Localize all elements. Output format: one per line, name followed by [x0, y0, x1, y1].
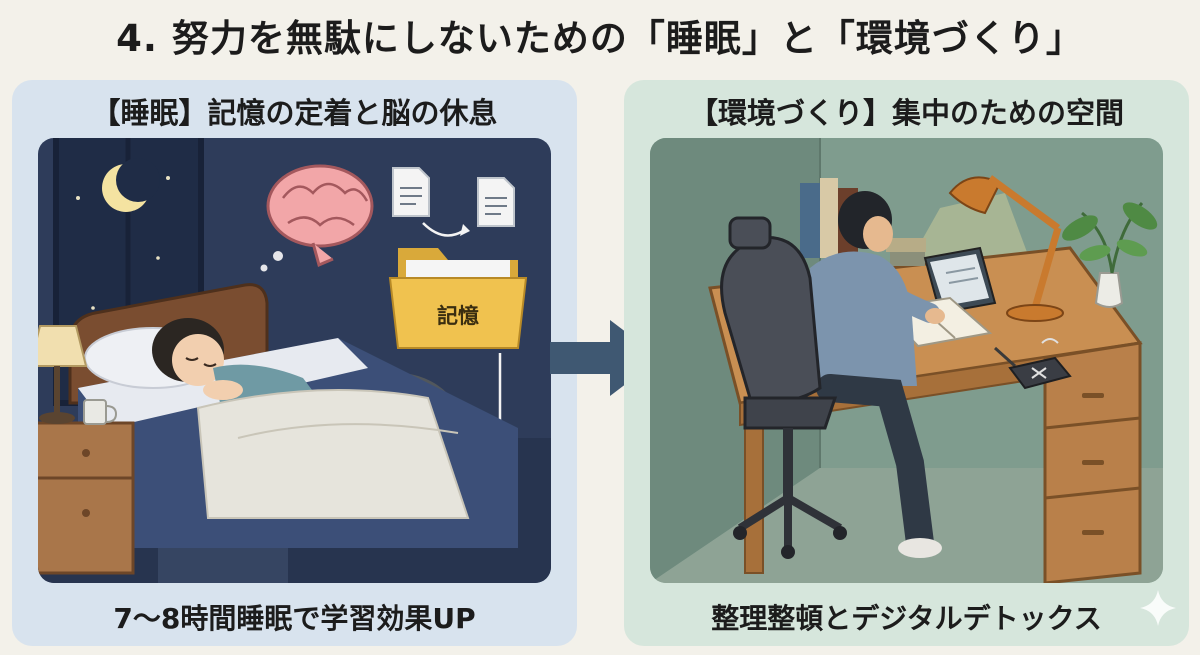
- phone-icon: [1008, 338, 1072, 390]
- sleep-panel-caption: 7〜8時間睡眠で学習効果UP: [113, 602, 476, 635]
- sleep-panel-heading: 【睡眠】記憶の定着と脳の休息: [91, 96, 498, 130]
- memory-folder-icon: 記憶: [388, 248, 528, 349]
- sleeping-person: [152, 318, 470, 519]
- document-icon: [477, 177, 515, 227]
- sleep-illustration: 記憶 記憶: [38, 138, 551, 583]
- environment-panel: 【環境づくり】集中のための空間: [624, 80, 1189, 646]
- environment-panel-heading: 【環境づくり】集中のための空間: [688, 96, 1124, 130]
- studying-person: [810, 191, 945, 558]
- sleep-panel: 【睡眠】記憶の定着と脳の休息: [12, 80, 577, 646]
- folder-label-top: 記憶: [437, 304, 479, 328]
- office-chair-icon: [720, 216, 847, 559]
- tablet-icon: [923, 246, 997, 315]
- moon-icon: [102, 158, 160, 212]
- nightstand: [38, 421, 135, 575]
- brain-icon: [260, 164, 374, 272]
- sparkle-icon: [1140, 590, 1176, 626]
- study-desk-illustration: [650, 138, 1163, 583]
- plant-icon: [1062, 202, 1158, 308]
- mug-icon: [83, 399, 118, 425]
- environment-panel-caption: 整理整頓とデジタルデトックス: [711, 602, 1102, 635]
- flow-arrow-icon: [422, 222, 464, 237]
- page-title: 4. 努力を無駄にしないための「睡眠」と「環境づくり」: [116, 17, 1084, 60]
- lamp-icon: [38, 325, 88, 424]
- document-icon: [392, 167, 430, 217]
- desk-lamp-icon: [948, 175, 1064, 322]
